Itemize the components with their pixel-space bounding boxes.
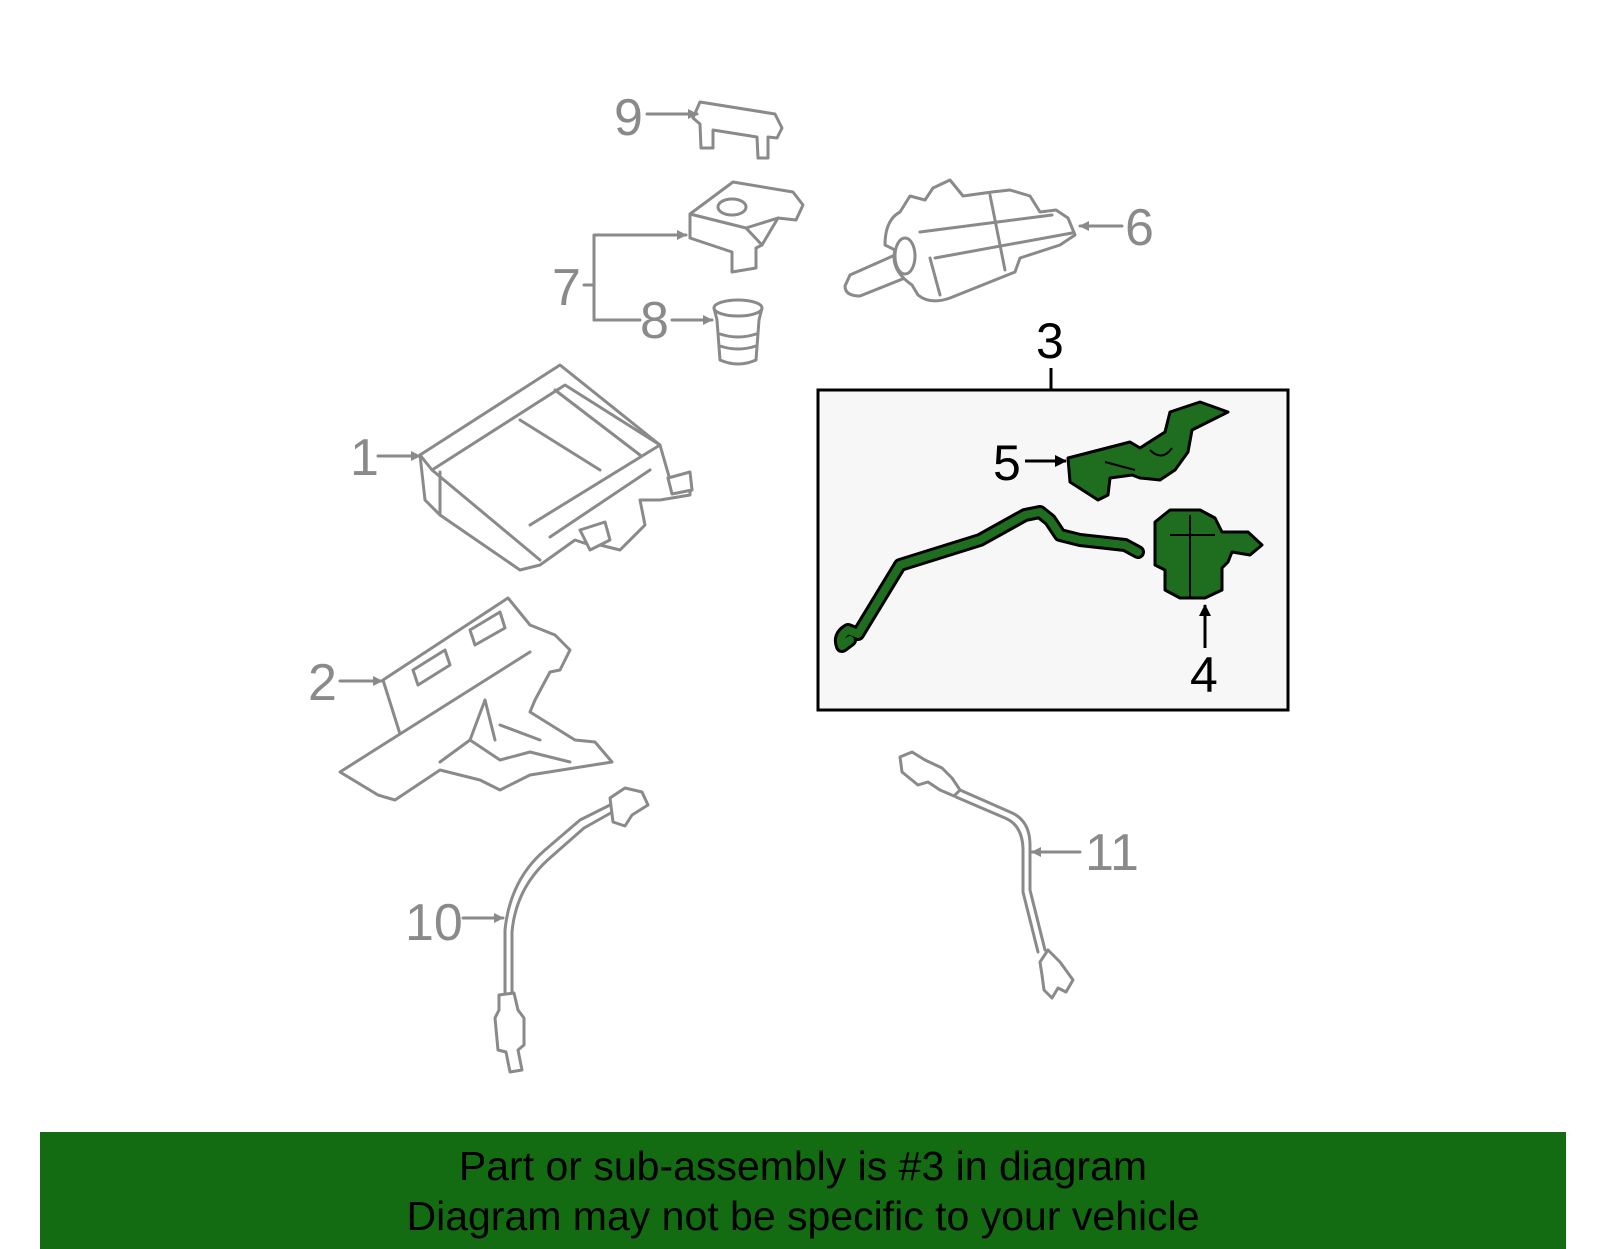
callout-3: 3 bbox=[1036, 313, 1064, 369]
part-6-purge-valve[interactable] bbox=[843, 178, 1077, 303]
part-11-oxygen-sensor[interactable] bbox=[898, 750, 1075, 1000]
banner-line-2: Diagram may not be specific to your vehi… bbox=[406, 1192, 1200, 1239]
part-1-canister[interactable] bbox=[418, 363, 694, 572]
leader-7 bbox=[582, 235, 686, 322]
banner-line-1: Part or sub-assembly is #3 in diagram bbox=[458, 1142, 1148, 1189]
part-4-valve[interactable] bbox=[1153, 508, 1264, 600]
part-2-bracket[interactable] bbox=[338, 596, 614, 802]
callout-11: 11 bbox=[1085, 824, 1139, 882]
callout-8: 8 bbox=[640, 292, 669, 350]
callout-5: 5 bbox=[993, 435, 1021, 491]
callout-9: 9 bbox=[614, 89, 643, 147]
part-9-clip[interactable] bbox=[691, 100, 784, 160]
part-7-sensor[interactable] bbox=[688, 180, 805, 274]
callout-1: 1 bbox=[350, 429, 379, 487]
callout-7: 7 bbox=[552, 259, 581, 317]
callout-4: 4 bbox=[1190, 647, 1218, 703]
callout-6: 6 bbox=[1125, 199, 1154, 257]
part-10-oxygen-sensor[interactable] bbox=[493, 786, 650, 1074]
part-8-grommet[interactable] bbox=[712, 298, 764, 366]
callout-2: 2 bbox=[308, 654, 337, 712]
part-3-hose[interactable] bbox=[833, 505, 1145, 653]
callout-10: 10 bbox=[405, 894, 463, 952]
info-banner: Part or sub-assembly is #3 in diagram Di… bbox=[40, 1132, 1566, 1249]
part-5-bracket[interactable] bbox=[1066, 400, 1230, 502]
